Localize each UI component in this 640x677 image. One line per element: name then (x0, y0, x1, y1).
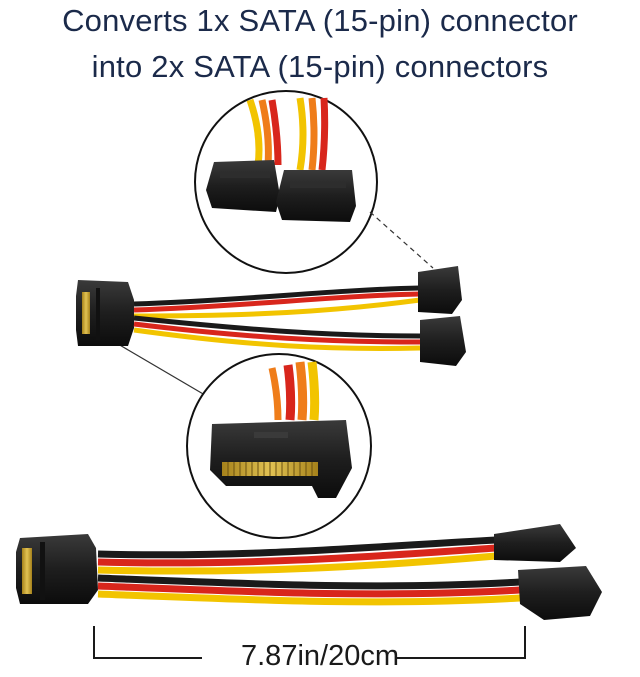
measurement-label: 7.87in/20cm (241, 640, 399, 672)
cable-large (16, 524, 602, 620)
headline-line-2: into 2x SATA (15-pin) connectors (91, 49, 549, 84)
headline-line-1: Converts 1x SATA (15-pin) connector (62, 3, 578, 38)
cable-small (76, 266, 466, 366)
zoom-female-connectors (194, 90, 378, 274)
leader-line-top (369, 211, 434, 269)
leader-line-bottom (117, 343, 211, 399)
zoom-male-connector (186, 353, 372, 539)
measurement-bracket (93, 626, 526, 659)
